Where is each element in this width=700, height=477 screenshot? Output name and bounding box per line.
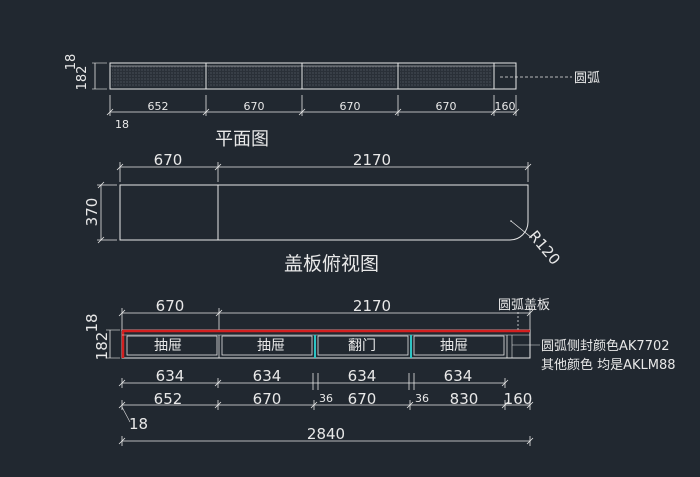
plan-dim-160: 160 (495, 100, 516, 113)
row1-dim-634-a: 634 (156, 367, 185, 385)
top-dim-370: 370 (83, 198, 101, 227)
plan-view-title: 平面图 (215, 129, 269, 150)
plan-callout-arc: 圆弧 (574, 71, 600, 86)
top-view: 670 2170 370 R120 盖板俯视图 (83, 151, 564, 275)
row1-dim-ticks (118, 373, 509, 390)
unit-frame-4 (413, 335, 505, 356)
top-view-outline (119, 184, 529, 241)
plan-hatch-3 (304, 66, 396, 87)
top-dim-670: 670 (154, 151, 183, 169)
top-depth-ticks (97, 181, 117, 244)
plan-hatch-2 (208, 66, 300, 87)
unit-label-flip-door: 翻门 (348, 338, 376, 354)
gap-dim-36-a: 36 (319, 392, 333, 405)
plan-height-dim-18: 18 (64, 54, 79, 71)
elev-dim-18-small: 18 (129, 415, 148, 433)
radius-leader (510, 220, 533, 239)
row2-dim-830: 830 (450, 390, 479, 408)
unit-label-drawer-2: 抽屉 (257, 338, 285, 354)
row1-dim-634-d: 634 (444, 367, 473, 385)
plan-hatch-1 (112, 66, 204, 87)
cabinet-outline (121, 329, 531, 359)
row2-dim-670-a: 670 (253, 390, 282, 408)
plan-hatch-4 (400, 66, 492, 87)
row2-dim-160: 160 (504, 390, 533, 408)
unit-frame-1 (126, 335, 218, 356)
elev-height-dim-18: 18 (83, 313, 101, 332)
plan-dim-18-small: 18 (115, 118, 129, 131)
radius-label: R120 (525, 227, 564, 268)
elev-dim-2170: 2170 (353, 297, 391, 315)
elev-dim-670: 670 (156, 297, 185, 315)
other-color-note: 其他颜色 均是AKLM88 (541, 357, 676, 373)
arc-cover-callout: 圆弧盖板 (498, 298, 550, 313)
small-dim-leader (121, 406, 131, 423)
elevation-view: 670 2170 圆弧盖板 抽屉 抽屉 翻门 抽屉 圆弧侧封颜色AK7702 其… (83, 297, 676, 446)
gap-dim-36-b: 36 (415, 392, 429, 405)
side-color-note: 圆弧侧封颜色AK7702 (541, 338, 670, 354)
unit-frame-2 (221, 335, 313, 356)
unit-label-drawer-3: 抽屉 (440, 338, 468, 354)
row2-dim-652: 652 (154, 390, 183, 408)
plan-dim-652: 652 (148, 100, 169, 113)
plan-dim-ticks (106, 95, 520, 116)
plan-dim-670-b: 670 (340, 100, 361, 113)
row1-dim-634-b: 634 (253, 367, 282, 385)
plan-dim-670-c: 670 (436, 100, 457, 113)
total-dim-ticks (118, 436, 534, 446)
plan-view: 18 182 652 670 670 670 160 18 圆弧 平面图 (64, 54, 600, 150)
unit-frame-3 (317, 335, 409, 356)
row2-dim-ticks (118, 400, 534, 410)
elev-height-dim-182: 182 (93, 332, 111, 361)
row2-dim-670-b: 670 (348, 390, 377, 408)
unit-label-drawer-1: 抽屉 (154, 338, 182, 354)
plan-outline (109, 62, 517, 90)
top-dim-2170: 2170 (353, 151, 391, 169)
row1-dim-634-c: 634 (348, 367, 377, 385)
elev-top-dim-ticks (118, 308, 534, 330)
plan-height-dim-182: 182 (75, 66, 90, 91)
top-dim-ticks (116, 162, 532, 182)
total-dim-2840: 2840 (307, 425, 345, 443)
top-view-title: 盖板俯视图 (284, 253, 379, 275)
plan-dim-670-a: 670 (244, 100, 265, 113)
